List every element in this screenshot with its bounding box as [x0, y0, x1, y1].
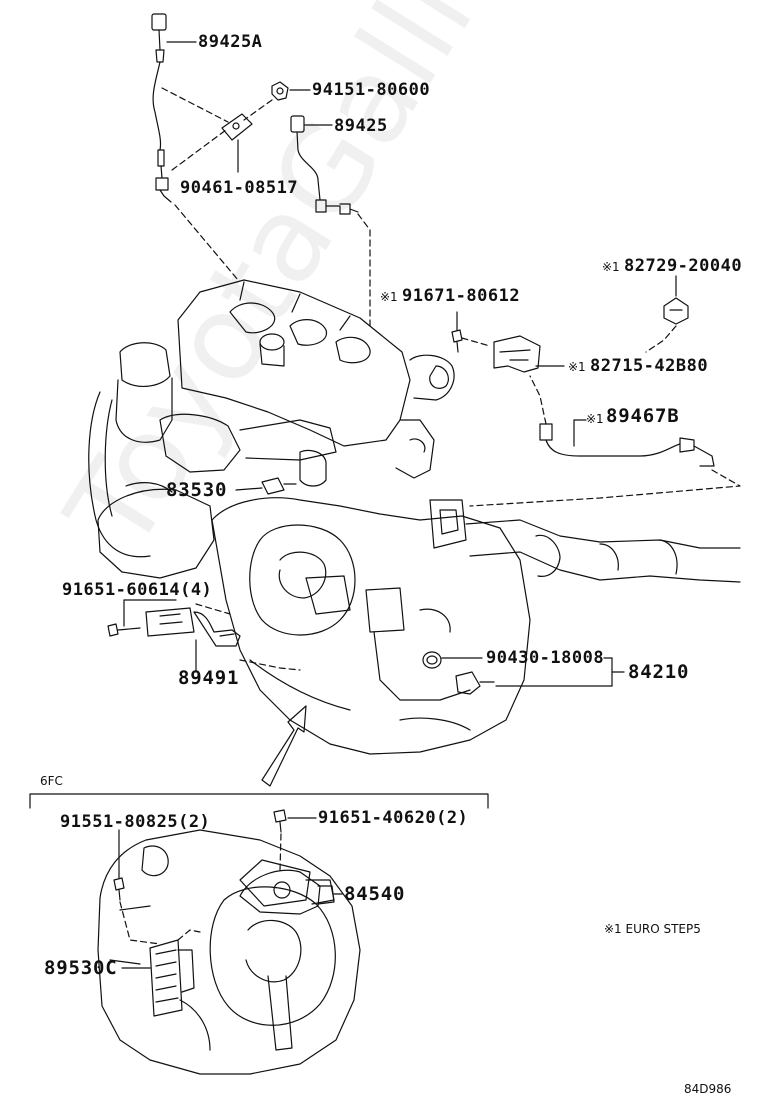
- label-90461-08517: 90461-08517: [180, 178, 299, 198]
- label-82729-20040: 82729-20040: [624, 256, 743, 276]
- label-91651-60614: 91651-60614(4): [62, 580, 213, 600]
- oxygen-sensor-89425a[interactable]: [151, 13, 172, 203]
- mark-89467b: ※1: [586, 412, 604, 426]
- label-83530: 83530: [166, 479, 228, 501]
- mark-82729: ※1: [602, 260, 620, 274]
- label-89491: 89491: [178, 667, 240, 689]
- euro-note: ※1 EURO STEP5: [604, 922, 701, 936]
- label-82715-42b80: 82715-42B80: [590, 356, 709, 376]
- clamp-90461-08517[interactable]: [221, 113, 253, 141]
- speed-sensor-89491[interactable]: [145, 607, 241, 647]
- variant-label: 6FC: [40, 774, 63, 788]
- switch-84540[interactable]: [239, 869, 335, 915]
- label-84540: 84540: [344, 883, 406, 905]
- oxygen-sensor-89467b[interactable]: [539, 423, 715, 467]
- label-94151-80600: 94151-80600: [312, 80, 431, 100]
- label-84210: 84210: [628, 661, 690, 683]
- gasket-90430-18008[interactable]: [422, 651, 442, 669]
- nut-94151-80600[interactable]: [271, 81, 289, 101]
- mark-82715: ※1: [568, 360, 586, 374]
- label-91551-80825: 91551-80825(2): [60, 812, 211, 832]
- engine-assembly: [88, 279, 741, 787]
- switch-83530[interactable]: [261, 477, 297, 495]
- drawing-code: 84D986: [684, 1082, 732, 1096]
- bracket-82715-42b80[interactable]: [493, 335, 541, 373]
- transmission-6fc: [97, 829, 361, 1075]
- oxygen-sensor-89425[interactable]: [290, 115, 359, 215]
- bolt-91651-60614[interactable]: [107, 623, 141, 637]
- label-89425a: 89425A: [198, 32, 263, 52]
- clamp-82729-20040[interactable]: [663, 297, 689, 325]
- label-89467b: 89467B: [606, 405, 680, 427]
- label-89425: 89425: [334, 116, 388, 136]
- label-89530c: 89530C: [44, 957, 118, 979]
- ecu-89530c[interactable]: [149, 939, 195, 1017]
- mark-91671: ※1: [380, 290, 398, 304]
- sensor-84210[interactable]: [455, 671, 495, 695]
- bolt-91651-40620[interactable]: [273, 809, 287, 833]
- label-91651-40620: 91651-40620(2): [318, 808, 469, 828]
- label-90430-18008: 90430-18008: [486, 648, 605, 668]
- label-91671-80612: 91671-80612: [402, 286, 521, 306]
- bolt-91671-80612[interactable]: [451, 329, 463, 353]
- bolt-91551-80825[interactable]: [113, 877, 125, 901]
